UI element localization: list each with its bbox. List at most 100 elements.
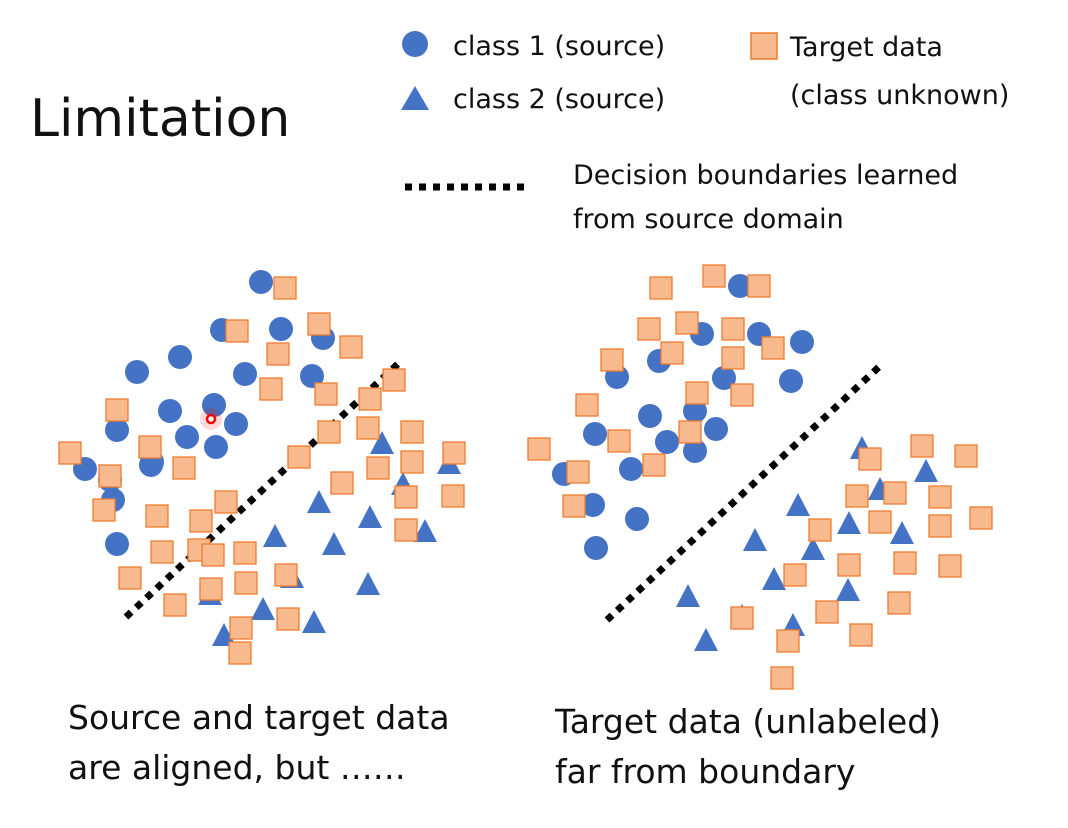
target-point <box>868 510 892 534</box>
circle-icon <box>402 31 428 57</box>
target-point <box>660 341 684 365</box>
target-point <box>566 460 590 484</box>
class1-point <box>204 435 228 459</box>
class1-point <box>683 399 707 423</box>
target-point <box>783 563 807 587</box>
target-point <box>893 551 917 575</box>
right-caption-line1: Target data (unlabeled) <box>554 702 941 741</box>
class1-point <box>619 457 643 481</box>
target-point <box>562 494 586 518</box>
class1-point <box>581 493 605 517</box>
target-point <box>98 464 122 488</box>
class1-point <box>300 364 324 388</box>
class1-point <box>175 425 199 449</box>
target-point <box>225 319 249 343</box>
class2-point <box>356 572 380 595</box>
target-point <box>938 554 962 578</box>
target-point <box>954 444 978 468</box>
target-point <box>234 571 258 595</box>
target-point <box>189 509 213 533</box>
class2-point <box>370 431 394 454</box>
decision-boundary <box>604 362 884 623</box>
class2-point <box>743 528 767 551</box>
target-point <box>845 484 869 508</box>
class1-point <box>249 270 273 294</box>
target-point <box>199 577 223 601</box>
class2-point <box>263 524 287 547</box>
class1-point <box>625 507 649 531</box>
target-point <box>770 666 794 690</box>
target-point <box>366 456 390 480</box>
legend-boundary-line2: from source domain <box>573 204 844 235</box>
target-point <box>138 435 162 459</box>
class1-point <box>583 422 607 446</box>
target-point <box>776 629 800 653</box>
target-point <box>214 490 238 514</box>
class1-point <box>704 417 728 441</box>
target-point <box>730 606 754 630</box>
target-point <box>761 336 785 360</box>
target-point <box>527 437 551 461</box>
legend-class1: class 1 (source) <box>453 31 665 62</box>
class1-point <box>233 362 257 386</box>
legend-class2: class 2 (source) <box>453 84 665 115</box>
legend-target-line1: Target data <box>789 32 943 63</box>
target-point <box>678 420 702 444</box>
triangle-icon <box>401 86 429 110</box>
target-point <box>394 518 418 542</box>
class2-point <box>801 537 825 560</box>
class2-point <box>676 584 700 607</box>
target-point <box>685 381 709 405</box>
target-point <box>928 514 952 538</box>
class2-point <box>322 532 346 555</box>
target-point <box>837 553 861 577</box>
target-point <box>273 276 297 300</box>
target-point <box>172 456 196 480</box>
target-point <box>382 368 406 392</box>
right-caption-line2: far from boundary <box>555 752 855 791</box>
target-point <box>118 566 142 590</box>
target-point <box>442 441 466 465</box>
class2-point <box>694 628 718 651</box>
legend-target-line2: (class unknown) <box>790 80 1009 111</box>
target-point <box>747 274 771 298</box>
class1-point <box>584 536 608 560</box>
target-point <box>400 420 424 444</box>
target-point <box>815 600 839 624</box>
cursor-pointer-icon <box>205 413 217 425</box>
target-point <box>400 450 424 474</box>
class2-point <box>302 610 326 633</box>
class1-point <box>158 399 182 423</box>
class1-point <box>779 369 803 393</box>
target-point <box>910 434 934 458</box>
class2-point <box>212 623 236 646</box>
target-point <box>808 518 832 542</box>
class1-point <box>655 430 679 454</box>
target-point <box>274 563 298 587</box>
target-point <box>600 348 624 372</box>
target-point <box>441 484 465 508</box>
class1-point <box>105 532 129 556</box>
class2-point <box>358 505 382 528</box>
target-point <box>339 335 363 359</box>
target-point <box>105 398 129 422</box>
target-point <box>150 540 174 564</box>
class2-point <box>762 567 786 590</box>
left-caption-line1: Source and target data <box>68 698 450 737</box>
target-point <box>637 317 661 341</box>
target-point <box>649 276 673 300</box>
class2-point <box>413 519 437 542</box>
left-scatter <box>58 270 466 665</box>
target-point <box>721 346 745 370</box>
class2-point <box>890 521 914 544</box>
target-point <box>228 641 252 665</box>
target-point <box>233 541 257 565</box>
target-point <box>163 593 187 617</box>
target-point <box>730 383 754 407</box>
target-point <box>201 543 225 567</box>
legend: class 1 (source) class 2 (source) Target… <box>401 31 1009 235</box>
class1-point <box>105 418 129 442</box>
class2-point <box>786 493 810 516</box>
class2-point <box>307 490 331 513</box>
target-point <box>702 264 726 288</box>
